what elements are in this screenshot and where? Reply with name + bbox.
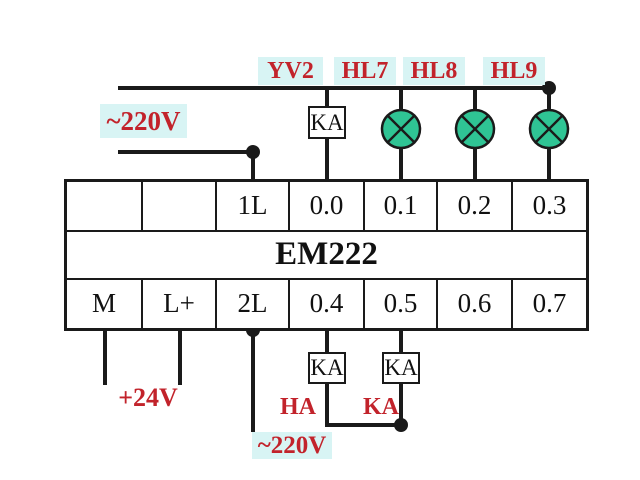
label-ac220-top: ~220V <box>100 104 187 138</box>
label-ha: HA <box>280 394 316 420</box>
wire-ac-bus <box>118 150 255 154</box>
terminal-cell-00: 0.0 <box>290 182 365 230</box>
wire-yv2-drop-lower <box>325 137 329 182</box>
terminal-cell-blank-2 <box>143 182 217 230</box>
wire-lplus-terminal <box>178 328 182 385</box>
wire-hl9-drop-upper <box>547 88 551 112</box>
terminal-cell-m: M <box>67 280 143 328</box>
wire-hl9-drop-lower <box>547 146 551 182</box>
wire-hl8-drop-upper <box>473 88 477 112</box>
module-name: EM222 <box>67 230 586 280</box>
junction-dot-top-right <box>542 81 556 95</box>
terminal-cell-blank-1 <box>67 182 143 230</box>
wire-hl7-drop-upper <box>399 88 403 112</box>
label-ka-red: KA <box>363 394 399 420</box>
relay-coil-right: KA <box>382 352 420 384</box>
label-hl8: HL8 <box>403 57 465 85</box>
em222-terminal-table: 1L 0.0 0.1 0.2 0.3 EM222 M L+ 2L 0.4 0.5… <box>64 179 589 331</box>
terminal-cell-04: 0.4 <box>290 280 365 328</box>
junction-dot-ac-bus <box>246 145 260 159</box>
wire-04-drop-upper <box>325 328 329 352</box>
lamp-icon-hl7 <box>380 108 422 150</box>
wire-yv2-drop-upper <box>325 88 329 108</box>
wire-1l-drop <box>251 152 255 182</box>
relay-coil-left: KA <box>308 352 346 384</box>
wire-05-drop-upper <box>399 328 403 352</box>
wire-04-drop-lower <box>325 382 329 427</box>
terminal-cell-06: 0.6 <box>438 280 513 328</box>
wire-hl8-drop-lower <box>473 146 477 182</box>
label-ac220-bottom: ~220V <box>252 432 332 459</box>
relay-coil-top: KA <box>308 106 346 139</box>
terminal-cell-02: 0.2 <box>438 182 513 230</box>
wire-m-terminal <box>103 328 107 385</box>
terminal-cell-1l: 1L <box>217 182 290 230</box>
label-hl9: HL9 <box>483 57 545 85</box>
label-dc24: +24V <box>118 383 178 412</box>
wire-hl7-drop-lower <box>399 146 403 182</box>
wire-top-bus <box>118 86 553 90</box>
relay-coil-left-label: KA <box>310 355 344 380</box>
relay-coil-top-label: KA <box>310 109 344 135</box>
wire-05-drop-lower <box>399 382 403 425</box>
terminal-cell-01: 0.1 <box>365 182 438 230</box>
terminal-cell-2l: 2L <box>217 280 290 328</box>
terminal-cell-07: 0.7 <box>532 288 567 318</box>
lamp-icon-hl9 <box>528 108 570 150</box>
wire-2l-drop <box>251 328 255 432</box>
terminal-cell-lplus: L+ <box>143 280 217 328</box>
label-hl7: HL7 <box>334 57 396 85</box>
lamp-icon-hl8 <box>454 108 496 150</box>
relay-coil-right-label: KA <box>384 355 418 380</box>
terminal-cell-03: 0.3 <box>532 190 567 220</box>
junction-dot-bottom <box>394 418 408 432</box>
wire-bottom-link <box>325 423 403 427</box>
terminal-cell-05: 0.5 <box>365 280 438 328</box>
label-yv2: YV2 <box>258 57 323 85</box>
